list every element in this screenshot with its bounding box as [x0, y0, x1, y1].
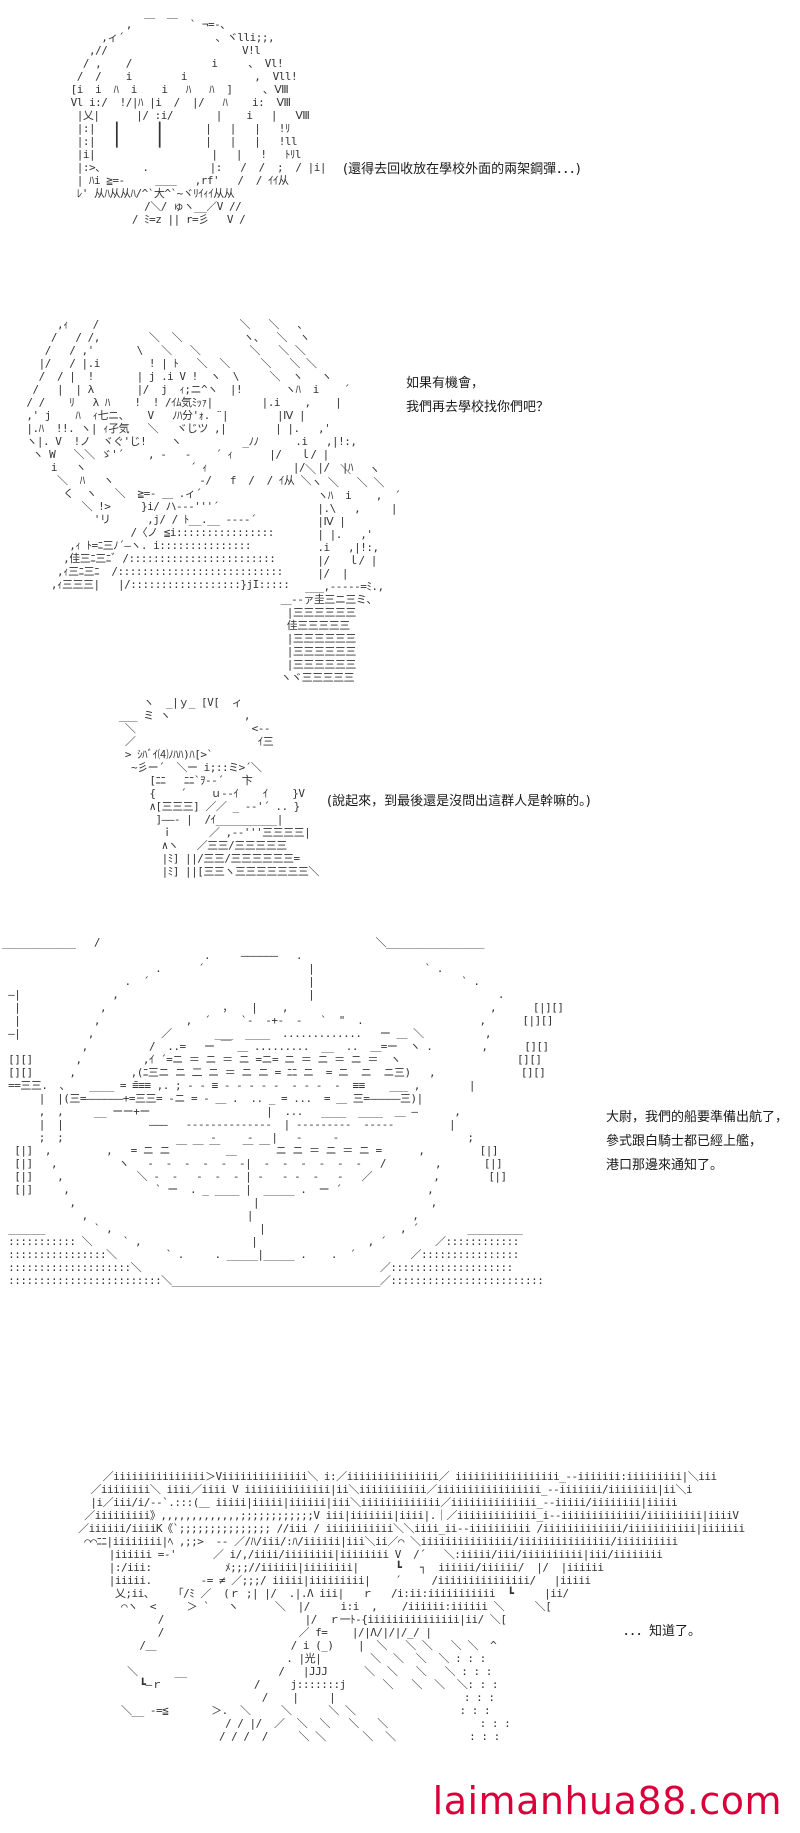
panel-2: ,ｨ / ＼ ＼ 、 / / /, ＼ ＼ ヽ、 ＼ ヽ / / ,' \ ＼ … — [0, 300, 800, 684]
caption-line: 港口那邊來通知了。 — [606, 1158, 724, 1173]
caption-4: 大尉，我們的船要準備出航了， 參式跟白騎士都已經上艦， 港口那邊來通知了。 — [606, 1106, 788, 1178]
caption-1: (還得去回收放在學校外面的兩架鋼彈．．．) — [343, 158, 581, 182]
panel-1: , ￣ ￣ ` ¬=-、 ,ィ´ ､ ヾlli;;, ,// V!l / , /… — [0, 0, 800, 300]
ascii-art-boy-right: ＼ ＼ ヽ ヽ ＼ ＼ ＼ ヽﾊ i , ´ |.\ , | |Ⅳ | | |.… — [280, 463, 401, 684]
caption-5: ．．．知道了。 — [623, 1620, 701, 1644]
ascii-art-boy-and-girl: ,ｨ / ＼ ＼ 、 / / /, ＼ ＼ ヽ、 ＼ ヽ / / ,' \ ＼ … — [26, 318, 357, 591]
panel-4: ____________ / ＼________________ . ―――――… — [0, 920, 800, 1460]
ascii-art-girl-long-hair: , ￣ ￣ ` ¬=-、 ,ィ´ ､ ヾlli;;, ,// V!l / , /… — [70, 18, 327, 226]
ascii-art-spiky-hair-character: ヽ _|ｙ_ [V[ ィ ___ ミ ヽ , ＼ <-- ／ ｲ三 > ｼﾊﾞｲ… — [118, 696, 320, 878]
caption-3: (說起來，到最後還是沒問出這群人是幹嘛的。) — [327, 790, 591, 814]
panel-5: ／iiiiiiiiiiiiiii＞Viiiiiiiiiiiiii＼ i:／iii… — [0, 1460, 800, 1833]
caption-line: 如果有機會， — [406, 376, 485, 391]
caption-line: 大尉，我們的船要準備出航了， — [606, 1110, 789, 1125]
caption-line: ．．．知道了。 — [623, 1624, 702, 1639]
panel-3: ヽ _|ｙ_ [V[ ィ ___ ミ ヽ , ＼ <-- ／ ｲ三 > ｼﾊﾞｲ… — [0, 680, 800, 920]
ascii-art-spaceship-window: ____________ / ＼________________ . ―――――… — [2, 936, 564, 1287]
watermark: laimanhua88.com — [432, 1779, 782, 1823]
caption-line: 參式跟白騎士都已經上艦， — [606, 1134, 763, 1149]
caption-line: (還得去回收放在學校外面的兩架鋼彈．．．) — [343, 162, 581, 177]
ascii-art-officer-salute: ／iiiiiiiiiiiiiii＞Viiiiiiiiiiiiii＼ i:／iii… — [78, 1470, 745, 1743]
caption-line: 我們再去學校找你們吧？ — [406, 400, 550, 415]
caption-line: (說起來，到最後還是沒問出這群人是幹嘛的。) — [327, 794, 591, 809]
caption-2: 如果有機會， 我們再去學校找你們吧？ — [406, 372, 549, 420]
